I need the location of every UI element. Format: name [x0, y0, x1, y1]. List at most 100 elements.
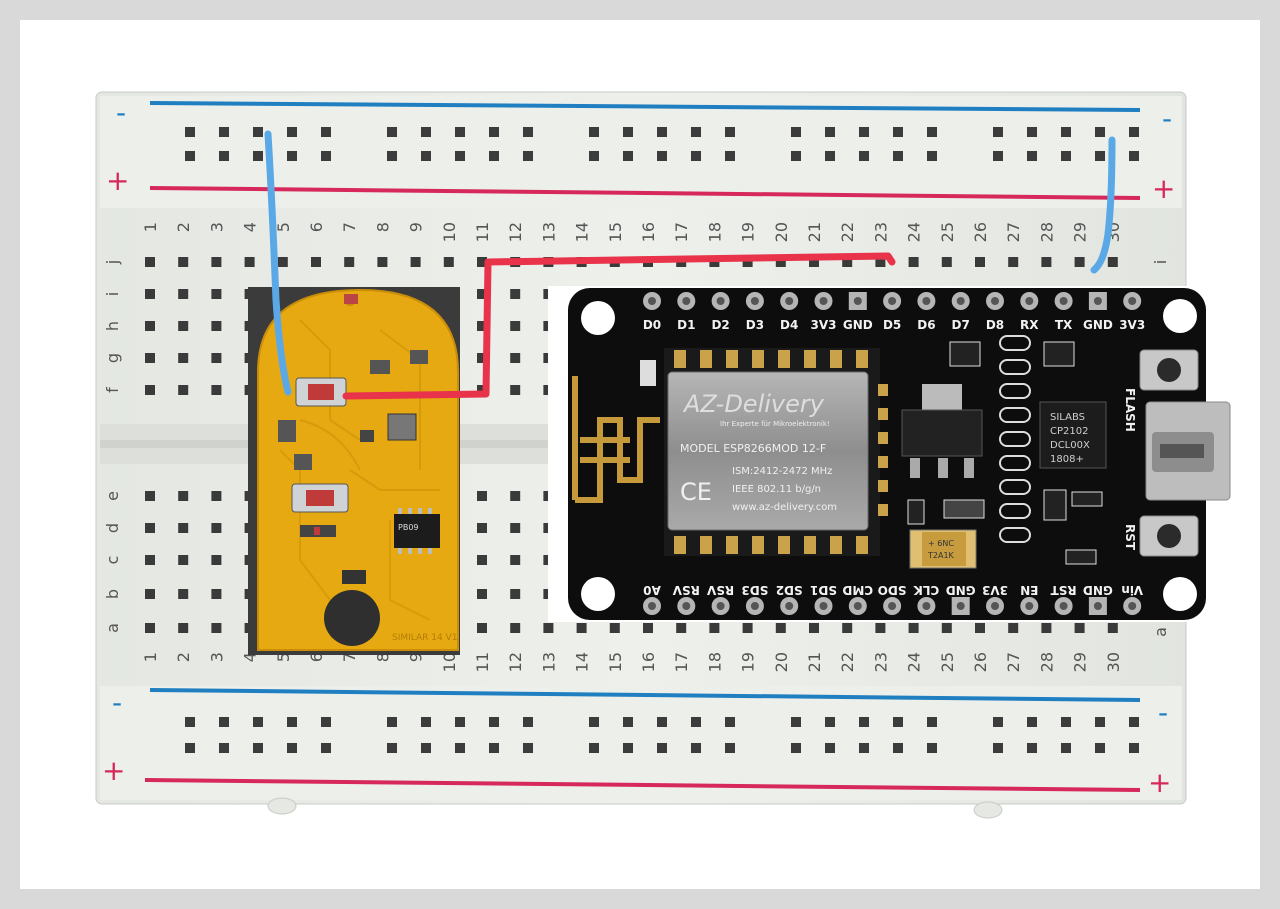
column-number: 7	[340, 222, 359, 232]
pin-label-top: 3V3	[811, 318, 837, 332]
header-pin-center	[922, 602, 931, 610]
column-number: 27	[1004, 652, 1023, 672]
terminal-hole	[145, 589, 155, 599]
header-pin-center	[922, 297, 931, 305]
column-number: 28	[1037, 222, 1056, 242]
pin-label-top: D2	[711, 318, 729, 332]
rail-hole	[725, 717, 735, 727]
column-number: 13	[539, 222, 558, 242]
column-number: 1	[141, 222, 160, 232]
column-number: 26	[971, 222, 990, 242]
esp-module-shield	[667, 371, 869, 531]
breadboard-foot-right	[973, 801, 1003, 819]
terminal-hole	[178, 353, 189, 363]
column-number: 11	[473, 222, 492, 242]
column-number: 14	[573, 222, 592, 242]
terminal-hole	[410, 257, 421, 267]
pin-label-bottom: A0	[643, 583, 661, 597]
column-number: 4	[241, 652, 260, 662]
pin-label-top: RX	[1020, 318, 1039, 332]
rail-hole	[1061, 151, 1071, 161]
usb-chip-line1: SILABS	[1050, 412, 1085, 423]
module-pad	[878, 384, 888, 396]
rail-hole	[185, 743, 195, 753]
led	[907, 499, 925, 525]
module-pad	[700, 536, 712, 554]
bottom-rail-red-line	[144, 778, 1141, 792]
terminal-hole	[809, 257, 819, 267]
pin-label-top: TX	[1055, 318, 1073, 332]
header-pin-center	[991, 297, 999, 305]
pin-label-bottom: Vin	[1121, 583, 1143, 597]
smd-footprint	[999, 431, 1031, 447]
column-number: 2	[174, 222, 193, 232]
rail-hole	[1027, 127, 1037, 137]
rail-hole	[859, 717, 869, 727]
terminal-hole	[211, 257, 222, 267]
row-letter: a	[103, 623, 122, 633]
column-number: 23	[871, 652, 890, 672]
rail-hole	[489, 127, 499, 137]
column-number: 30	[1104, 652, 1123, 672]
pin-label-top: D4	[780, 318, 798, 332]
rail-hole	[321, 127, 331, 137]
capacitor-label-2: T2A1K	[927, 551, 955, 560]
pin-label-top: D1	[677, 318, 695, 332]
terminal-hole	[1008, 257, 1019, 267]
header-pin-center	[1025, 297, 1034, 305]
capacitor-label-1: + 6NC	[928, 539, 954, 548]
row-letter: h	[103, 321, 122, 331]
pin-label-top: GND	[1083, 318, 1113, 332]
terminal-hole	[477, 623, 487, 633]
header-pin-center	[716, 297, 725, 305]
terminal-hole	[975, 257, 985, 267]
module-pad	[778, 536, 790, 554]
rail-hole	[725, 743, 735, 753]
top-rail-blue-line	[149, 101, 1141, 112]
terminal-hole	[244, 257, 255, 267]
rail-hole	[623, 127, 633, 137]
row-letter: e	[103, 491, 122, 501]
terminal-hole	[477, 555, 487, 565]
pin-label-top: GND	[843, 318, 873, 332]
module-pad	[674, 536, 686, 554]
rail-hole	[825, 717, 835, 727]
terminal-hole	[1041, 623, 1052, 633]
pin-label-bottom: CLK	[913, 583, 939, 597]
rail-hole	[623, 151, 633, 161]
row-letter: f	[103, 387, 122, 393]
terminal-hole	[477, 289, 487, 299]
header-pin-center	[853, 297, 862, 305]
led	[640, 360, 656, 386]
terminal-hole	[609, 623, 620, 633]
module-pads	[674, 350, 888, 554]
rail-hole	[1095, 127, 1105, 137]
smd-footprint	[999, 335, 1031, 351]
module-pad	[752, 536, 764, 554]
module-pad	[856, 350, 868, 368]
row-letter: b	[103, 589, 122, 599]
rail-hole	[691, 717, 701, 727]
rail-hole	[1027, 151, 1037, 161]
column-number: 3	[207, 652, 226, 662]
rail-hole	[1061, 743, 1071, 753]
rail-hole	[387, 127, 397, 137]
smd-footprint	[999, 407, 1031, 423]
terminal-hole	[510, 321, 521, 331]
header-pin-center	[991, 602, 999, 610]
header-pin-center	[853, 602, 862, 610]
column-number: 10	[440, 222, 459, 242]
rail-hole	[993, 151, 1003, 161]
column-number: 24	[905, 222, 924, 242]
rail-hole	[219, 127, 229, 137]
rail-hole	[859, 743, 869, 753]
column-number: 9	[407, 222, 426, 232]
rail-hole	[1061, 127, 1071, 137]
terminal-hole	[510, 353, 521, 363]
terminal-hole	[875, 623, 886, 633]
rail-hole	[657, 127, 667, 137]
